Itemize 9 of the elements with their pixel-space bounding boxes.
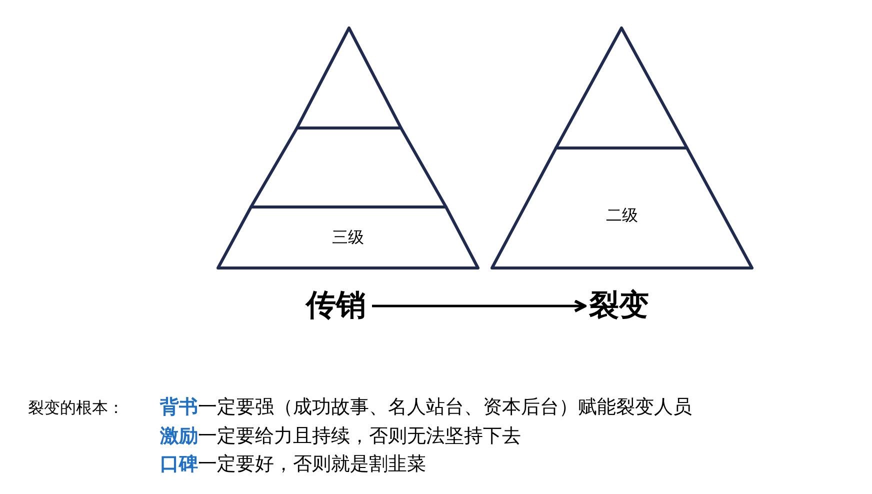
note-line: 背书一定要强（成功故事、名人站台、资本后台）赋能裂变人员 xyxy=(160,395,692,420)
note-line: 口碑一定要好，否则就是割韭菜 xyxy=(160,452,426,477)
pyramid-caption: 裂变 xyxy=(589,288,649,324)
section-label: 裂变的根本： xyxy=(28,398,124,419)
tier-label: 三级 xyxy=(332,228,364,248)
tier-label: 二级 xyxy=(606,206,638,226)
arrow xyxy=(372,300,586,312)
pyramid-caption: 传销 xyxy=(306,288,366,324)
note-line: 激励一定要给力且持续，否则无法坚持下去 xyxy=(160,424,521,449)
